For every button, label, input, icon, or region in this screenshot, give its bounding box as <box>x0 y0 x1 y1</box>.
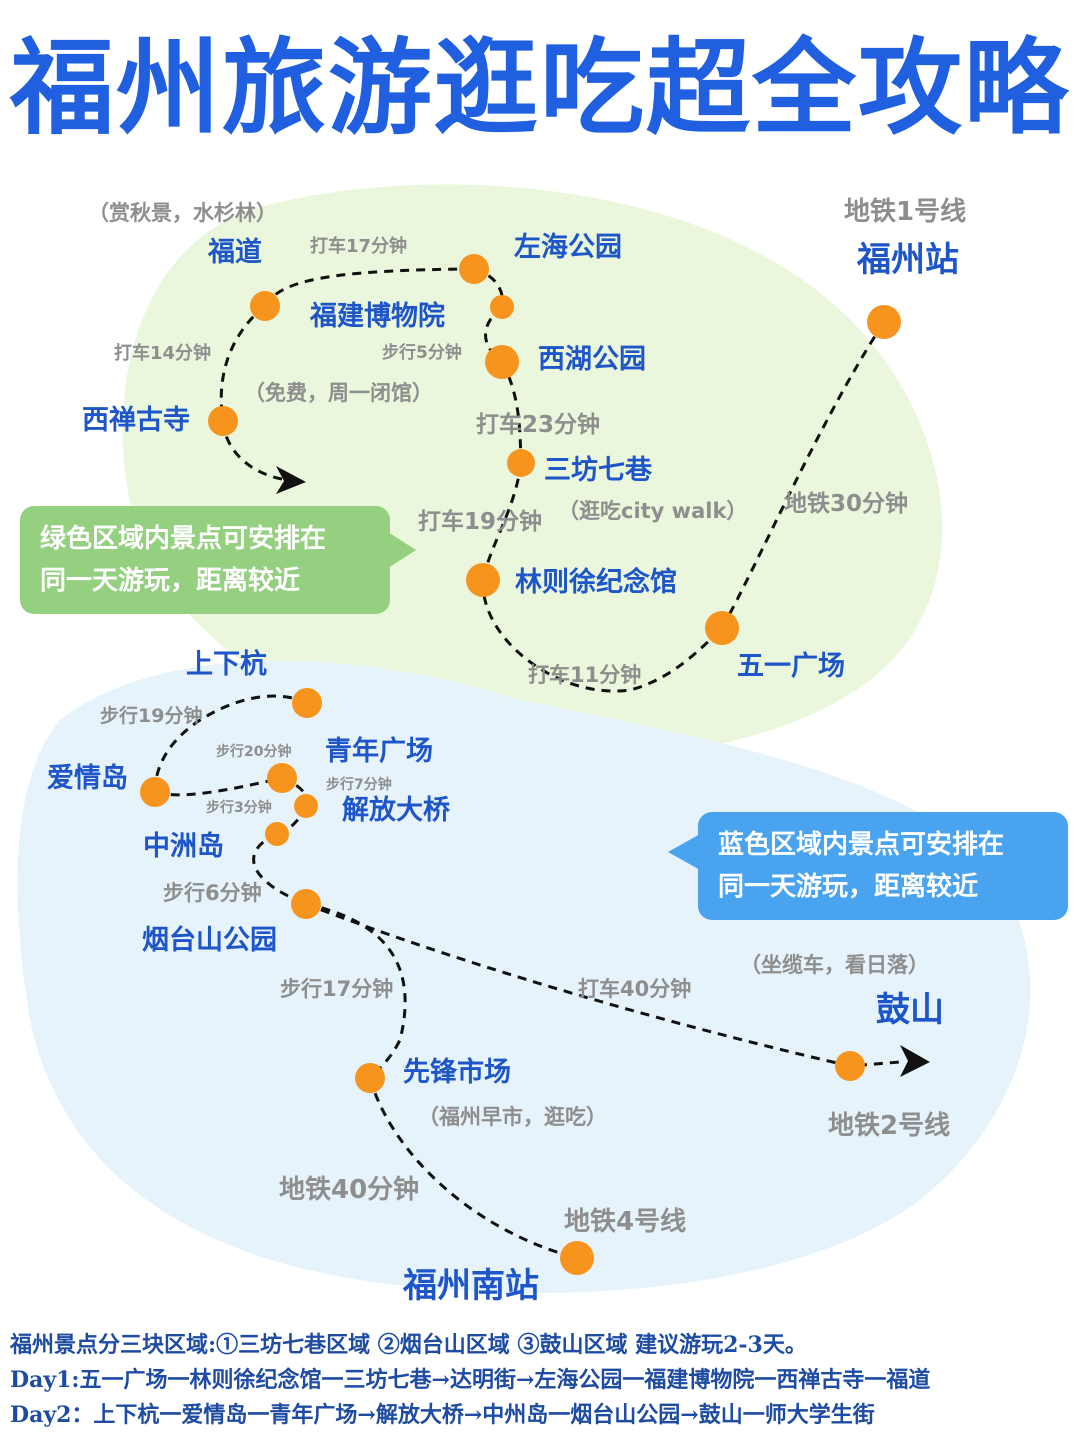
note-metro1: 地铁1号线 <box>844 197 967 227</box>
place-fuzhou-station: 福州站 <box>857 240 959 280</box>
green-callout-line2: 同一天游玩，距离较近 <box>40 566 301 596</box>
dot-xichan <box>208 406 238 436</box>
green-zone-callout: 绿色区域内景点可安排在 同一天游玩，距离较近 <box>20 506 416 614</box>
route-walk3: 步行3分钟 <box>206 800 272 816</box>
place-sanfang: 三坊七巷 <box>544 455 652 486</box>
blue-callout-line2: 同一天游玩，距离较近 <box>718 872 979 902</box>
place-museum: 福建博物院 <box>310 301 445 332</box>
arrow-head-xichan <box>276 466 306 494</box>
dot-zuohai <box>459 254 489 284</box>
note-cable: （坐缆车，看日落） <box>740 953 929 977</box>
route-taxi19: 打车19分钟 <box>418 509 543 535</box>
note-market: （福州早市，逛吃） <box>418 1105 607 1129</box>
place-fuzhou-south: 福州南站 <box>403 1266 539 1306</box>
footer-areas: 福州景点分三块区域:①三坊七巷区域 ②烟台山区域 ③鼓山区域 建议游玩2-3天。 <box>10 1332 807 1358</box>
dot-jiefang <box>294 794 318 818</box>
route-xichan-arrow <box>221 420 289 482</box>
itinerary-footer: 福州景点分三块区域:①三坊七巷区域 ②烟台山区域 ③鼓山区域 建议游玩2-3天。… <box>10 1328 1075 1433</box>
dot-fudao <box>250 291 280 321</box>
green-callout-line1: 绿色区域内景点可安排在 <box>40 524 327 554</box>
dot-museum <box>490 295 514 319</box>
blue-zone-callout: 蓝色区域内景点可安排在 同一天游玩，距离较近 <box>668 812 1068 920</box>
footer-day1: Day1:五一广场一林则徐纪念馆一三坊七巷→达明街→左海公园一福建博物院一西禅古… <box>10 1367 931 1393</box>
route-fudao-zuohai <box>263 267 475 307</box>
route-walk19: 步行19分钟 <box>100 705 203 727</box>
route-lines <box>153 267 901 1260</box>
note-free: （免费，周一闭馆） <box>244 381 433 405</box>
dot-aiqingdao <box>140 777 170 807</box>
arrow-head-gushan <box>900 1045 930 1077</box>
place-yantaishan: 烟台山公园 <box>142 925 277 956</box>
dot-gushan <box>835 1051 865 1081</box>
route-aiqingdao-qingnian <box>154 776 283 797</box>
route-yantaishan-gushan <box>305 902 901 1068</box>
dot-sanfang <box>507 449 535 477</box>
page-title: 福州旅游逛吃超全攻略 <box>9 27 1070 149</box>
route-walk5: 步行5分钟 <box>382 343 462 363</box>
note-metro2: 地铁2号线 <box>828 1111 951 1141</box>
route-yantaishan-xianfeng <box>305 902 407 1080</box>
route-taxi11: 打车11分钟 <box>528 663 642 687</box>
route-walk20: 步行20分钟 <box>216 744 292 760</box>
arrow-heads <box>276 466 930 1077</box>
route-walk7: 步行7分钟 <box>326 777 392 793</box>
dot-shangxiahang <box>292 688 322 718</box>
blue-callout-line1: 蓝色区域内景点可安排在 <box>718 830 1005 860</box>
dot-yantaishan <box>291 889 321 919</box>
place-linzexu: 林则徐纪念馆 <box>515 567 677 598</box>
dot-fuzhou-station <box>867 305 901 339</box>
note-metro4: 地铁4号线 <box>564 1207 687 1237</box>
route-walk17: 步行17分钟 <box>280 977 394 1001</box>
route-walk6: 步行6分钟 <box>163 881 262 905</box>
note-citywalk: （逛吃city walk） <box>558 499 748 523</box>
place-zhongzhou: 中洲岛 <box>143 831 224 862</box>
place-xichan: 西禅古寺 <box>82 405 190 436</box>
route-linzexu-wuyi <box>481 579 724 693</box>
note-autumn: （赏秋景，水杉林） <box>88 201 277 225</box>
route-zhongzhou-yantaishan <box>252 832 307 906</box>
dot-xihu <box>485 345 519 379</box>
route-taxi40: 打车40分钟 <box>578 977 692 1001</box>
place-jiefang: 解放大桥 <box>342 795 450 826</box>
place-xianfeng: 先锋市场 <box>403 1057 511 1088</box>
place-aiqingdao: 爱情岛 <box>47 763 128 794</box>
dot-zhongzhou <box>265 822 289 846</box>
place-wuyi: 五一广场 <box>737 651 845 682</box>
route-wuyi-station <box>720 321 886 629</box>
dot-qingnian <box>267 763 297 793</box>
dot-linzexu <box>466 563 500 597</box>
place-zuohai: 左海公园 <box>514 232 622 263</box>
place-fudao: 福道 <box>208 237 262 268</box>
station-dots <box>140 254 901 1275</box>
place-xihu: 西湖公园 <box>538 344 646 375</box>
route-xihu-sanfang <box>500 361 523 464</box>
dot-wuyi <box>705 611 739 645</box>
route-taxi14: 打车14分钟 <box>114 343 212 364</box>
route-metro40: 地铁40分钟 <box>279 1175 420 1205</box>
dot-xianfeng <box>355 1063 385 1093</box>
place-qingnian: 青年广场 <box>325 736 433 767</box>
route-taxi17: 打车17分钟 <box>310 236 408 257</box>
footer-day2: Day2：上下杭一爱情岛一青年广场→解放大桥→中州岛一烟台山公园→鼓山一师大学生… <box>10 1402 875 1428</box>
route-taxi23: 打车23分钟 <box>476 412 601 438</box>
route-shangxiahang-aiqingdao <box>153 694 308 793</box>
place-gushan: 鼓山 <box>876 990 944 1030</box>
route-metro30: 地铁30分钟 <box>784 491 909 517</box>
route-xianfeng-south <box>368 1077 578 1260</box>
dot-fuzhou-south <box>560 1241 594 1275</box>
route-sanfang-linzexu <box>481 462 523 581</box>
place-shangxiahang: 上下杭 <box>186 649 267 680</box>
